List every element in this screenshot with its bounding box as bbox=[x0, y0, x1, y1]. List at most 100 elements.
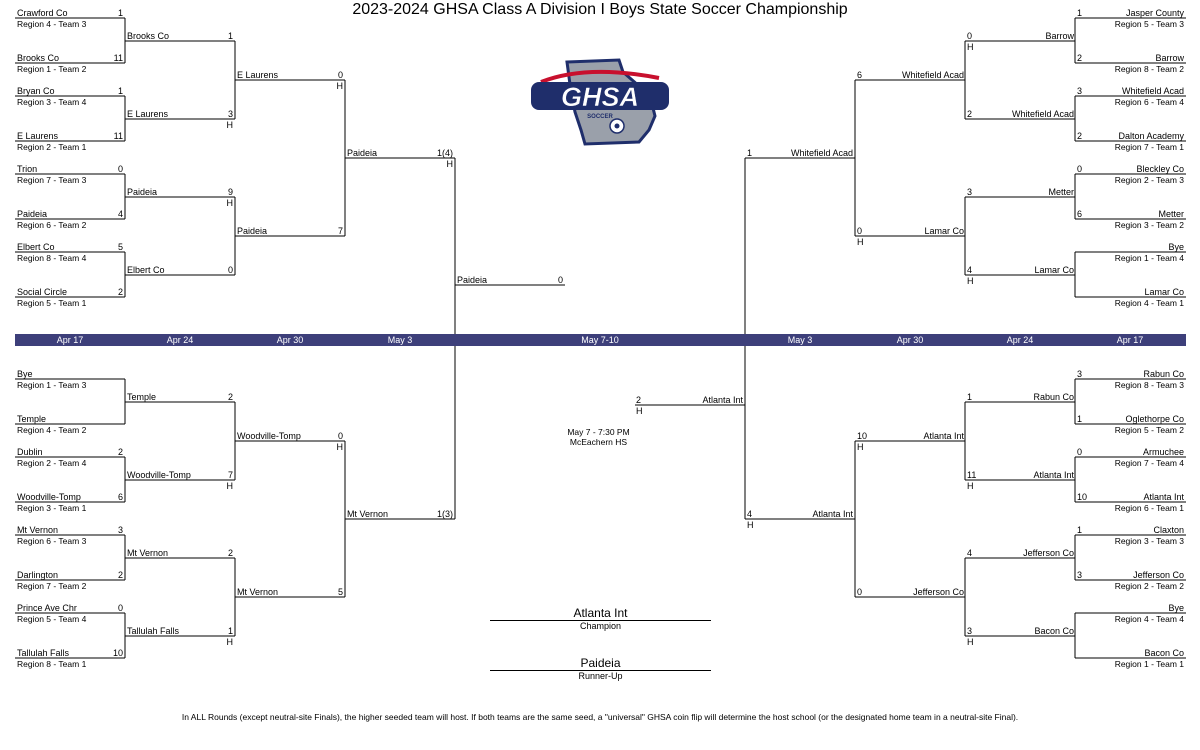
r2-team-name: E Laurens bbox=[127, 109, 169, 119]
date-band: Apr 17 Apr 24 Apr 30 May 3 May 7-10 May 3 Apr … bbox=[15, 334, 1186, 346]
team-seed: Region 4 - Team 3 bbox=[17, 19, 87, 29]
r2-team-name: Rabun Co bbox=[1033, 392, 1074, 402]
runner-up-box: Paideia Runner-Up bbox=[490, 656, 711, 681]
r2-score: 7 bbox=[227, 470, 233, 480]
r3-score: 10 bbox=[857, 431, 868, 441]
team-name: Tallulah Falls bbox=[17, 648, 70, 658]
team-name: Claxton bbox=[1153, 525, 1184, 535]
team-seed: Region 8 - Team 3 bbox=[1114, 380, 1184, 390]
team-name: Dublin bbox=[17, 447, 43, 457]
team-seed: Region 6 - Team 4 bbox=[1114, 97, 1184, 107]
team-name: Crawford Co bbox=[17, 8, 68, 18]
r3-team-name: Atlanta Int bbox=[923, 431, 964, 441]
team-score: 4 bbox=[117, 209, 123, 219]
r3-team-name: Jefferson Co bbox=[913, 587, 964, 597]
team-score: 2 bbox=[117, 570, 123, 580]
round-date: Apr 24 bbox=[166, 335, 194, 345]
team-seed: Region 8 - Team 1 bbox=[17, 659, 87, 669]
team-name: Lamar Co bbox=[1144, 287, 1184, 297]
team-name: Whitefield Acad bbox=[1121, 86, 1184, 96]
round-date: Apr 30 bbox=[276, 335, 304, 345]
team-seed: Region 7 - Team 3 bbox=[17, 175, 87, 185]
r2-score: 2 bbox=[227, 392, 233, 402]
team-seed: Region 8 - Team 2 bbox=[1114, 64, 1184, 74]
champion-name: Atlanta Int bbox=[490, 606, 711, 621]
team-name: Darlington bbox=[17, 570, 59, 580]
r3-score: 0 bbox=[337, 70, 343, 80]
team-name: Oglethorpe Co bbox=[1125, 414, 1184, 424]
team-score: 2 bbox=[117, 287, 123, 297]
team-score: 0 bbox=[117, 164, 123, 174]
r3-team-name: Paideia bbox=[237, 226, 268, 236]
team-score: 2 bbox=[1077, 53, 1083, 63]
runner-up-name: Paideia bbox=[490, 656, 711, 671]
r2-score: 2 bbox=[967, 109, 973, 119]
team-seed: Region 3 - Team 2 bbox=[1114, 220, 1184, 230]
r2-team-name: Atlanta Int bbox=[1033, 470, 1074, 480]
final-venue: McEachern HS bbox=[569, 437, 628, 447]
round-date: Apr 30 bbox=[896, 335, 924, 345]
team-score: 2 bbox=[117, 447, 123, 457]
team-name: Mt Vernon bbox=[17, 525, 59, 535]
r2-team-name: Brooks Co bbox=[127, 31, 170, 41]
home-marker: H bbox=[857, 442, 864, 452]
team-score: 3 bbox=[117, 525, 123, 535]
r3-score: 6 bbox=[857, 70, 863, 80]
team-score: 0 bbox=[1077, 447, 1083, 457]
team-seed: Region 1 - Team 3 bbox=[17, 380, 87, 390]
team-seed: Region 7 - Team 2 bbox=[17, 581, 87, 591]
round-date: Apr 17 bbox=[1116, 335, 1144, 345]
final-date: May 7 - 7:30 PM bbox=[567, 427, 630, 437]
home-marker: H bbox=[636, 406, 643, 416]
home-marker: H bbox=[336, 81, 344, 91]
round-date: Apr 17 bbox=[56, 335, 84, 345]
team-name: Bye bbox=[17, 369, 33, 379]
team-seed: Region 6 - Team 1 bbox=[1114, 503, 1184, 513]
team-score: 1 bbox=[1077, 525, 1083, 535]
semifinal-team-name: Paideia bbox=[347, 148, 378, 158]
team-score: 11 bbox=[113, 131, 123, 141]
team-name: Brooks Co bbox=[17, 53, 60, 63]
home-marker: H bbox=[967, 481, 974, 491]
semifinal-team-name: Atlanta Int bbox=[812, 509, 853, 519]
finalist-score: 2 bbox=[636, 395, 642, 405]
r3-team-name: Woodville-Tomp bbox=[237, 431, 301, 441]
r2-score: 11 bbox=[967, 470, 977, 480]
r3-score: 0 bbox=[337, 431, 343, 441]
team-seed: Region 2 - Team 3 bbox=[1114, 175, 1184, 185]
team-seed: Region 1 - Team 2 bbox=[17, 64, 87, 74]
champion-box: Atlanta Int Champion bbox=[490, 606, 711, 631]
round-date: May 3 bbox=[787, 335, 813, 345]
team-score: 10 bbox=[1077, 492, 1088, 502]
team-seed: Region 4 - Team 2 bbox=[17, 425, 87, 435]
round-date: May 7-10 bbox=[581, 335, 619, 345]
team-seed: Region 4 - Team 1 bbox=[1114, 298, 1184, 308]
team-score: 10 bbox=[112, 648, 123, 658]
team-score: 6 bbox=[117, 492, 123, 502]
team-name: Elbert Co bbox=[17, 242, 55, 252]
r2-team-name: Tallulah Falls bbox=[127, 626, 180, 636]
team-name: Armuchee bbox=[1142, 447, 1184, 457]
r2-team-name: Whitefield Acad bbox=[1011, 109, 1074, 119]
r2-score: 4 bbox=[967, 265, 973, 275]
r2-team-name: Barrow bbox=[1045, 31, 1074, 41]
team-seed: Region 3 - Team 4 bbox=[17, 97, 87, 107]
team-score: 3 bbox=[1077, 570, 1083, 580]
team-name: Bacon Co bbox=[1144, 648, 1184, 658]
team-name: Woodville-Tomp bbox=[17, 492, 81, 502]
home-marker: H bbox=[967, 42, 974, 52]
team-name: Bye bbox=[1168, 603, 1184, 613]
team-score: 1 bbox=[1077, 414, 1083, 424]
r2-score: 9 bbox=[227, 187, 233, 197]
finalist-score: 0 bbox=[557, 275, 563, 285]
home-marker: H bbox=[747, 520, 754, 530]
r2-team-name: Lamar Co bbox=[1034, 265, 1074, 275]
team-score: 0 bbox=[117, 603, 123, 613]
r3-score: 0 bbox=[857, 587, 863, 597]
r2-score: 1 bbox=[227, 31, 233, 41]
team-seed: Region 2 - Team 2 bbox=[1114, 581, 1184, 591]
round-date: May 3 bbox=[387, 335, 413, 345]
team-seed: Region 6 - Team 2 bbox=[17, 220, 87, 230]
home-marker: H bbox=[446, 159, 454, 169]
r3-team-name: Lamar Co bbox=[924, 226, 964, 236]
